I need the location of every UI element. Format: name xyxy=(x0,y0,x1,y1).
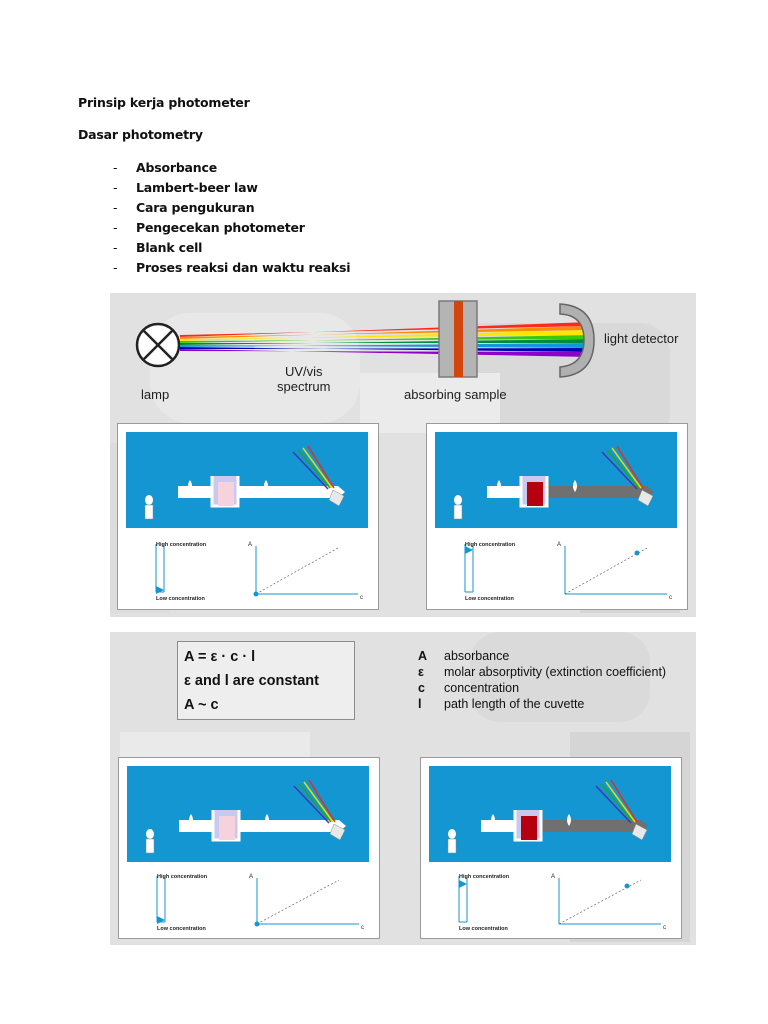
formula-line: A ~ c xyxy=(184,697,219,713)
legend-text: concentration xyxy=(444,681,520,695)
spectrum-band xyxy=(180,343,590,348)
spectrum-label-1: UV/vis xyxy=(285,364,323,379)
axis-a-label: A xyxy=(551,874,556,880)
spectrum-band xyxy=(180,347,590,352)
legend-symbol: c xyxy=(418,681,425,695)
bullet-marker: - xyxy=(113,180,118,195)
light-detector-icon xyxy=(559,303,595,378)
low-concentration-label: Low concentration xyxy=(157,926,206,932)
axis-c-label: c xyxy=(669,595,672,601)
spectrum-label-2: spectrum xyxy=(277,379,331,394)
low-concentration-label: Low concentration xyxy=(459,926,508,932)
lamp-label: lamp xyxy=(141,387,170,402)
legend-symbol: A xyxy=(418,649,428,663)
axis-c-label: c xyxy=(663,925,666,931)
axis-c-label: c xyxy=(360,595,363,601)
legend-text: molar absorptivity (extinction coefficie… xyxy=(444,665,667,679)
bullet-marker: - xyxy=(113,160,118,175)
bullet-text: Absorbance xyxy=(136,160,217,175)
legend-symbol: l xyxy=(418,697,422,711)
photometer-panel-sample: High concentration Low concentration A c xyxy=(420,757,682,939)
spectrum-beam xyxy=(180,322,590,357)
axis-a-label: A xyxy=(249,874,254,880)
legend-text: absorbance xyxy=(444,649,510,663)
legend-text: path length of the cuvette xyxy=(444,697,585,711)
high-concentration-label: High concentration xyxy=(157,874,208,880)
low-concentration-label: Low concentration xyxy=(156,596,205,602)
bullet-text: Lambert-beer law xyxy=(136,180,258,195)
section-heading: Dasar photometry xyxy=(78,127,203,142)
page-heading: Prinsip kerja photometer xyxy=(78,95,250,110)
formula-box: A = ε · c · l ε and l are constant A ~ c xyxy=(177,641,355,720)
spectrum-band xyxy=(180,326,590,339)
detector-label: light detector xyxy=(604,331,679,346)
legend-row: ε molar absorptivity (extinction coeffici… xyxy=(418,665,666,679)
bullet-marker: - xyxy=(113,240,118,255)
bullet-marker: - xyxy=(113,200,118,215)
bullet-item: - Lambert-beer law xyxy=(113,180,350,200)
formula-line: A = ε · c · l xyxy=(184,649,256,665)
photometer-panel-sample: High concentration Low concentration A c xyxy=(426,423,688,610)
bullet-item: - Blank cell xyxy=(113,240,350,260)
bullet-text: Blank cell xyxy=(136,240,203,255)
absorbing-sample-cuvette xyxy=(438,300,478,378)
high-concentration-label: High concentration xyxy=(156,542,207,548)
formula-line: ε and l are constant xyxy=(184,673,319,689)
axis-c-label: c xyxy=(361,925,364,931)
bullet-text: Cara pengukuran xyxy=(136,200,255,215)
legend-row: c concentration xyxy=(418,681,519,695)
sample-label: absorbing sample xyxy=(404,387,507,402)
axis-a-label: A xyxy=(248,542,253,548)
lambert-beer-figure: A = ε · c · l ε and l are constant A ~ c… xyxy=(110,632,696,945)
spectrum-band xyxy=(180,339,590,345)
legend-symbol: ε xyxy=(418,665,424,679)
bullet-item: - Absorbance xyxy=(113,160,350,180)
bullet-text: Proses reaksi dan waktu reaksi xyxy=(136,260,351,275)
bullet-item: - Cara pengukuran xyxy=(113,200,350,220)
bullet-item: - Proses reaksi dan waktu reaksi xyxy=(113,260,351,280)
photometer-principle-figure: lamp UV/vis spectrum absorbing sample li… xyxy=(110,293,696,617)
bullet-text: Pengecekan photometer xyxy=(136,220,305,235)
axis-a-label: A xyxy=(557,542,562,548)
spectrum-band xyxy=(180,322,590,337)
spectrum-band xyxy=(180,349,590,357)
spectrum-band xyxy=(180,335,590,343)
bullet-item: - Pengecekan photometer xyxy=(113,220,350,240)
low-concentration-label: Low concentration xyxy=(465,596,514,602)
bullet-marker: - xyxy=(113,260,118,275)
spectrum-band xyxy=(180,330,590,341)
photometer-panel-blank: High concentration Low concentration A c xyxy=(117,423,379,610)
bullet-list: - Absorbance - Lambert-beer law - Cara peng… xyxy=(113,160,351,280)
photometer-panel-blank: High concentration Low concentration A c xyxy=(118,757,380,939)
high-concentration-label: High concentration xyxy=(459,874,510,880)
high-concentration-label: High concentration xyxy=(465,542,516,548)
legend-row: l path length of the cuvette xyxy=(418,697,584,711)
bullet-marker: - xyxy=(113,220,118,235)
lamp-icon xyxy=(135,322,181,368)
